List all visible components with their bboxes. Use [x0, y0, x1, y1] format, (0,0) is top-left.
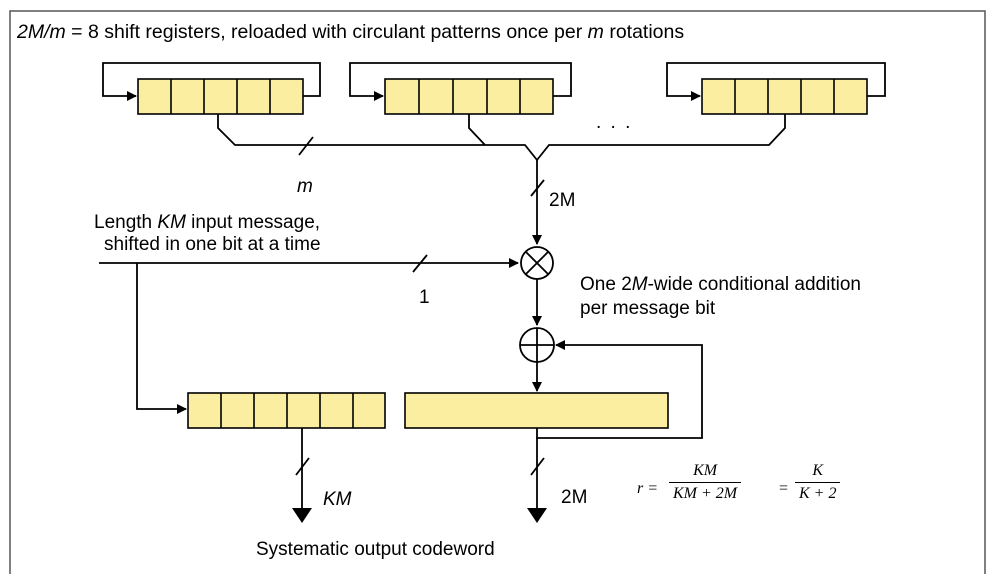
- formula-fraction-2: K K + 2: [795, 462, 841, 503]
- output-2M-arrow: [527, 508, 547, 523]
- systematic-register: [187, 392, 386, 429]
- bus-width-2M-label: 2M: [549, 190, 576, 211]
- footer-caption: Systematic output codeword: [256, 539, 495, 560]
- adder-symbol: [519, 327, 555, 363]
- bus-2M-slash: [530, 179, 545, 197]
- formula-fraction-1-bar: [669, 482, 742, 484]
- output-2M-slash: [530, 457, 545, 476]
- feedback-loop-3: [666, 62, 886, 101]
- feedback-loop-1: [102, 62, 321, 101]
- formula-lhs: r =: [637, 480, 659, 497]
- multiplier-symbol: [520, 246, 554, 280]
- input-message-label-line2: shifted in one bit at a time: [104, 234, 321, 255]
- formula-equals: =: [779, 480, 789, 497]
- formula-fraction-1: KM KM + 2M: [669, 462, 742, 503]
- combining-bus: [217, 114, 786, 161]
- input-message-label-line1: Length KM input message,: [94, 212, 321, 233]
- output-2M-label: 2M: [561, 487, 588, 508]
- conditional-addition-label-line2: per message bit: [580, 298, 716, 319]
- input-branch-wire: [136, 263, 187, 414]
- accumulator-register: [404, 392, 669, 429]
- diagram-header: 2M/m = 8 shift registers, reloaded with …: [17, 21, 685, 43]
- ellipsis: . . .: [596, 112, 633, 133]
- output-KM-slash: [295, 457, 310, 476]
- formula-fraction-1-denominator: KM + 2M: [673, 485, 738, 503]
- output-KM-arrow: [292, 508, 312, 523]
- shift-register-3: [701, 78, 868, 115]
- formula-fraction-1-numerator: KM: [693, 462, 718, 479]
- border: [9, 10, 986, 579]
- feedback-to-adder-wire: [536, 340, 703, 439]
- output-KM-label: KM: [323, 489, 352, 510]
- shift-register-2: [384, 78, 554, 115]
- shift-register-1: [137, 78, 304, 115]
- formula-fraction-2-bar: [795, 482, 841, 484]
- input-width-1-label: 1: [419, 287, 430, 308]
- formula-fraction-2-denominator: K + 2: [799, 485, 837, 503]
- formula-fraction-2-numerator: K: [812, 462, 824, 479]
- feedback-loop-2: [349, 62, 572, 101]
- conditional-addition-label-line1: One 2M-wide conditional addition: [580, 274, 861, 295]
- bus-width-m-label: m: [297, 176, 313, 197]
- input-slash: [412, 254, 428, 273]
